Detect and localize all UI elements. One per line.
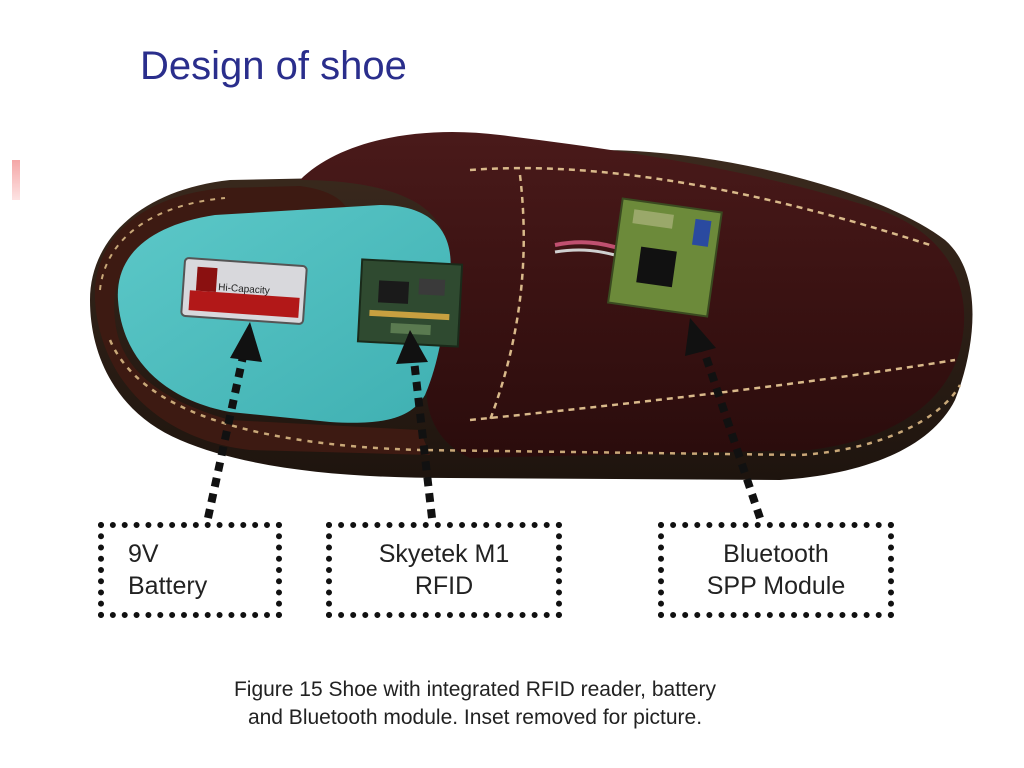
label-battery-line2: Battery (128, 572, 208, 600)
label-9v-battery: 9V Battery (98, 522, 282, 618)
stitch-line-heel (99, 197, 226, 291)
label-bluetooth-module: Bluetooth SPP Module (658, 522, 894, 618)
arrow-battery (204, 322, 262, 519)
label-bluetooth-line2: SPP Module (706, 572, 846, 600)
label-rfid-line2: RFID (414, 572, 474, 600)
arrow-bluetooth (685, 318, 764, 520)
stitch-line-middle (488, 174, 525, 421)
left-accent-bar (12, 160, 20, 200)
svg-text:Hi-Capacity: Hi-Capacity (218, 282, 270, 297)
rfid-board-component (356, 258, 464, 348)
arrow-rfid (396, 330, 436, 519)
caption-line2: and Bluetooth module. Inset removed for … (247, 706, 703, 729)
figure-caption: Figure 15 Shoe with integrated RFID read… (100, 676, 850, 732)
stitch-line-lower (469, 358, 956, 422)
bluetooth-module-component (554, 197, 723, 318)
label-bluetooth-line1: Bluetooth (723, 540, 829, 568)
slide-title: Design of shoe (140, 44, 407, 88)
label-skyetek-rfid: Skyetek M1 RFID (326, 522, 562, 618)
label-battery-line1: 9V (128, 540, 159, 568)
stitch-line-top (469, 166, 931, 247)
label-rfid-line1: Skyetek M1 (378, 540, 510, 568)
battery-component: Hi-Capacity (180, 257, 308, 325)
caption-line1: Figure 15 Shoe with integrated RFID read… (233, 678, 717, 701)
stitch-line-sole (108, 339, 962, 457)
